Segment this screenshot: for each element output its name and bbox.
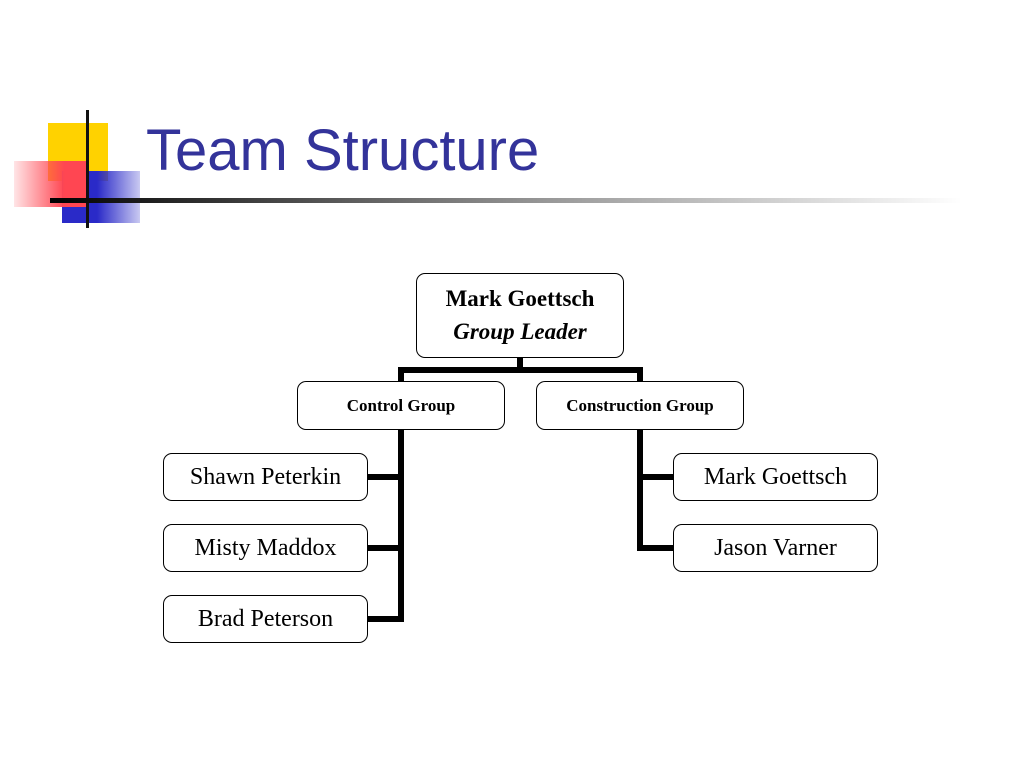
node-member: Shawn Peterkin xyxy=(163,453,368,501)
node-group-leader: Mark Goettsch Group Leader xyxy=(416,273,624,358)
node-member: Mark Goettsch xyxy=(673,453,878,501)
member-name: Misty Maddox xyxy=(194,534,337,561)
slide-title: Team Structure xyxy=(146,118,540,183)
node-control-group: Control Group xyxy=(297,381,505,430)
member-name: Jason Varner xyxy=(714,534,837,561)
control-group-label: Control Group xyxy=(346,395,456,415)
construction-group-label: Construction Group xyxy=(566,395,714,415)
decorative-vertical-line xyxy=(86,110,89,228)
node-member: Brad Peterson xyxy=(163,595,368,643)
member-name: Mark Goettsch xyxy=(703,463,848,490)
leader-role: Group Leader xyxy=(453,318,587,344)
node-member: Jason Varner xyxy=(673,524,878,572)
member-name: Brad Peterson xyxy=(197,605,334,632)
member-name: Shawn Peterkin xyxy=(189,463,342,490)
node-member: Misty Maddox xyxy=(163,524,368,572)
title-underline xyxy=(50,198,962,203)
leader-name: Mark Goettsch xyxy=(445,286,595,312)
node-construction-group: Construction Group xyxy=(536,381,744,430)
